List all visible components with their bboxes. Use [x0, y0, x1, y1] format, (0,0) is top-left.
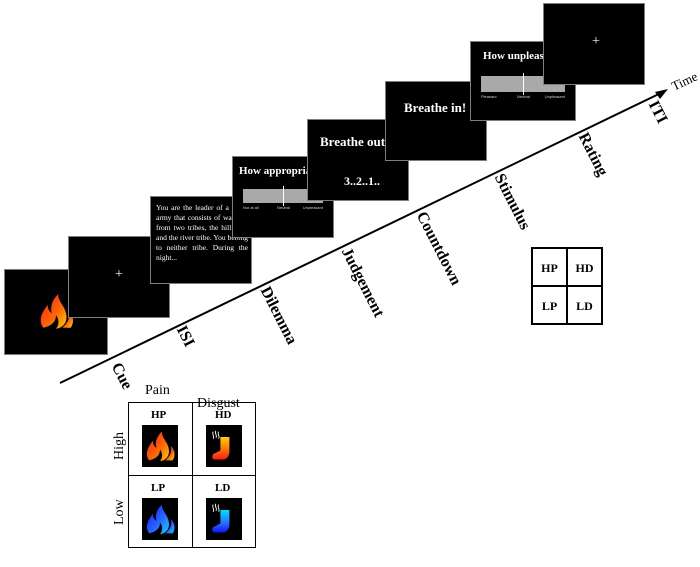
- red-flame-icon: [142, 425, 178, 467]
- breathe-in-text: Breathe in!: [404, 100, 467, 115]
- condition-grid-cue: HP HD LP LD: [128, 402, 256, 548]
- fixation-cross: +: [592, 34, 600, 49]
- cell-label-lp: LP: [151, 482, 166, 494]
- col-header-pain: Pain: [145, 383, 170, 398]
- scale-midpoint: [283, 186, 284, 206]
- cell-hd: HD: [567, 248, 602, 286]
- cell-label-hd: HD: [215, 409, 232, 421]
- scale-anchor-right: Unpleasant: [302, 205, 323, 210]
- cell-label-hp: HP: [151, 409, 167, 421]
- scale-midpoint: [523, 73, 524, 95]
- cell-ld: LD: [567, 286, 602, 324]
- cell-lp: LP: [532, 286, 567, 324]
- red-sock-icon: [206, 425, 242, 467]
- scale-anchor-left: Not at all: [243, 205, 259, 210]
- row-header-high: High: [112, 432, 127, 460]
- cell-label-ld: LD: [215, 482, 231, 494]
- cell-hp: HP: [532, 248, 567, 286]
- scale-anchor-mid: Neutral: [277, 205, 290, 210]
- cell-icon-box-ld: [206, 498, 242, 540]
- fixation-cross: +: [115, 267, 123, 282]
- blue-sock-icon: [206, 498, 242, 540]
- iti-screen: +: [543, 3, 645, 85]
- blue-flame-icon: [142, 498, 178, 540]
- countdown-text: 3..2..1..: [344, 174, 380, 188]
- cell-icon-box-hp: [142, 425, 178, 467]
- scale-anchor-mid: Neutral: [517, 94, 530, 99]
- cell-icon-box-lp: [142, 498, 178, 540]
- breathe-out-text: Breathe out!: [320, 134, 390, 149]
- scale-anchor-left: Pleasant: [481, 94, 497, 99]
- judgement-question: How appropriate?: [239, 165, 326, 177]
- condition-grid-small: HP HD LP LD: [531, 247, 603, 325]
- scale-anchor-right: Unpleasant: [544, 94, 565, 99]
- cell-icon-box-hd: [206, 425, 242, 467]
- row-header-low: Low: [112, 499, 127, 525]
- appropriateness-scale: Not at all Neutral Unpleasant: [243, 186, 323, 210]
- dilemma-text: You are the leader of a small army that …: [156, 203, 248, 262]
- col-header-disgust: Disgust: [197, 396, 240, 411]
